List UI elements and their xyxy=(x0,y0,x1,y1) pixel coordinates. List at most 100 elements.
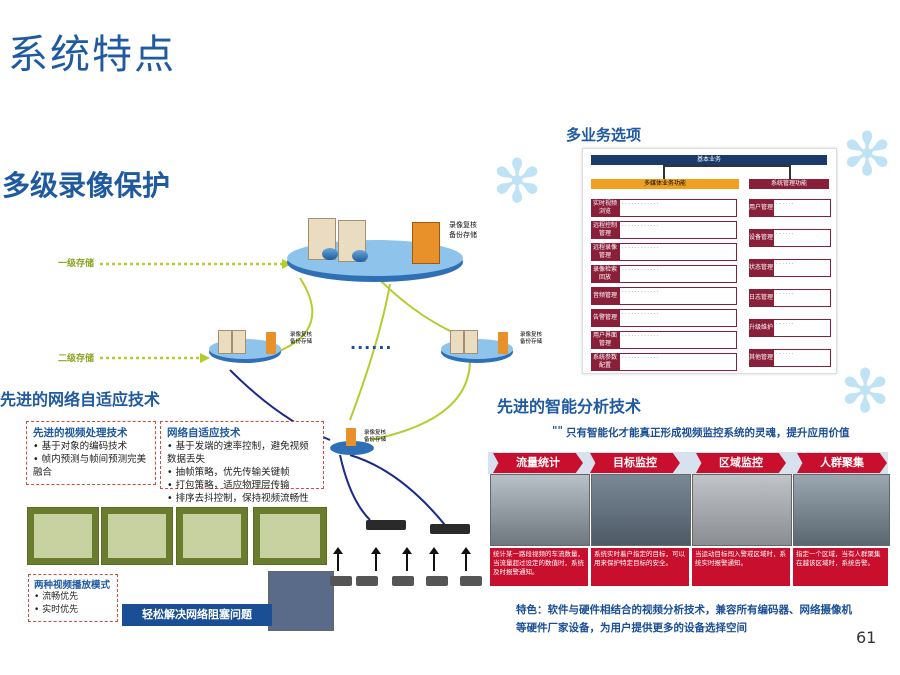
area-monitoring-photo xyxy=(692,474,792,546)
business-row-desc: · · · · · · xyxy=(773,319,831,337)
uplink-arrow-icon xyxy=(371,547,381,571)
business-row-label: 实时视频浏览 xyxy=(591,199,619,217)
encoder-icon xyxy=(366,520,406,530)
uplink-arrow-icon xyxy=(402,547,412,571)
business-row-label: 状态管理 xyxy=(749,259,773,277)
business-row-label: 用户管理 xyxy=(749,199,773,217)
playback-mode-item-text: 实时优先 xyxy=(42,605,79,615)
network-slogan: 轻松解决网络阻塞问题 xyxy=(122,604,272,626)
tab-crowd-gathering[interactable]: 人群聚集 xyxy=(797,453,887,473)
playback-mode-box: 两种视频播放模式 • 流畅优先 • 实时优先 xyxy=(28,574,118,622)
business-row-desc: · · · · · · · · · · · · xyxy=(619,265,737,283)
analysis-subtitle-dash: "" xyxy=(552,425,563,437)
encoder-icon xyxy=(430,524,470,534)
level1-label: 一级存储 xyxy=(58,259,95,269)
business-row-label: 音频管理 xyxy=(591,287,619,305)
network-adaptive-item-text: 打包策略，适应物理层传输 xyxy=(175,480,290,491)
business-row-desc: · · · · · · xyxy=(773,229,831,247)
node-label-left: 录像复核 备份存储 xyxy=(290,332,313,345)
snowflake-decoration: ✻ xyxy=(840,357,891,427)
business-right-rows: 用户管理· · · · · · 设备管理· · · · · · 状态管理· · … xyxy=(749,199,831,379)
business-header: 基本业务 xyxy=(591,155,827,165)
business-row-desc: · · · · · · xyxy=(773,199,831,217)
server-icon xyxy=(450,330,464,354)
business-row-label: 远程录像管理 xyxy=(591,243,619,261)
video-processing-item-text: 基于对象的编码技术 xyxy=(41,441,128,452)
camera-icon xyxy=(356,576,378,586)
camera-icon xyxy=(392,576,414,586)
analysis-tab-strip xyxy=(488,452,888,474)
network-adaptive-item-text: 排序去抖控制，保持视频流畅性 xyxy=(175,493,309,504)
node-label-top: 录像复核 备份存储 xyxy=(449,221,477,239)
video-processing-title: 先进的视频处理技术 xyxy=(33,427,128,439)
business-row-desc: · · · · · · · · · · · · xyxy=(619,287,737,305)
target-monitoring-note: 系统实时着户指定的目标，可以用来保护特定目标的安全。 xyxy=(591,548,689,586)
backup-server-icon xyxy=(412,222,440,264)
business-right-head: 系统管理功能 xyxy=(749,179,829,189)
network-adaptive-item: • 打包策略，适应物理层传输 xyxy=(167,480,290,491)
playback-mode-item: • 流畅优先 xyxy=(34,592,79,602)
tab-area-monitoring[interactable]: 区域监控 xyxy=(696,453,786,473)
business-left-rows: 实时视频浏览· · · · · · · · · · · · 远程控制管理· · … xyxy=(591,199,737,375)
frame-image xyxy=(176,507,248,565)
server-icon xyxy=(464,330,478,354)
business-row-desc: · · · · · · xyxy=(773,259,831,277)
network-adaptive-title: 网络自适应技术 xyxy=(167,427,241,439)
business-row-label: 其他管理 xyxy=(749,349,773,367)
area-monitoring-note: 当运动目标闯入警戒区域时，系统实时报警通知。 xyxy=(692,548,790,586)
uplink-arrow-icon xyxy=(429,547,439,571)
business-row-label: 系统参数配置 xyxy=(591,353,619,371)
storage-disk-icon xyxy=(322,248,338,260)
target-monitoring-photo xyxy=(591,474,691,546)
video-processing-item: • 基于对象的编码技术 xyxy=(33,441,128,452)
business-left-head: 多媒体业务功能 xyxy=(591,179,739,189)
network-adaptive-item: • 基于发端的速率控制，避免视频数据丢失 xyxy=(167,441,309,465)
playback-mode-item-text: 流畅优先 xyxy=(42,592,79,602)
page-title: 系统特点 xyxy=(8,32,176,78)
frame-image xyxy=(27,507,99,565)
business-row-label: 日志管理 xyxy=(749,289,773,307)
business-row-label: 用户界面管理 xyxy=(591,331,619,349)
storage-title: 多级录像保护 xyxy=(2,169,171,202)
tab-flow-statistics[interactable]: 流量统计 xyxy=(493,453,583,473)
business-row-label: 升级维护 xyxy=(749,319,773,337)
video-processing-box: 先进的视频处理技术 • 基于对象的编码技术 • 帧内预测与帧间预测完美融合 xyxy=(26,421,156,485)
traffic-police-photo xyxy=(268,571,334,631)
network-title: 先进的网络自适应技术 xyxy=(0,390,161,409)
node-label-third: 录像复核 备份存储 xyxy=(364,430,387,443)
backup-server-icon xyxy=(346,428,356,446)
business-diagram: 基本业务 多媒体业务功能 系统管理功能 实时视频浏览· · · · · · · … xyxy=(582,148,837,374)
business-row-desc: · · · · · · xyxy=(773,349,831,367)
camera-icon xyxy=(330,576,352,586)
storage-disk-icon xyxy=(352,250,368,262)
business-row-desc: · · · · · · · · · · · · xyxy=(619,331,737,349)
connector-line xyxy=(789,165,791,179)
more-nodes-dots: ...... xyxy=(350,334,393,353)
snowflake-decoration: ✻ xyxy=(842,120,893,190)
video-processing-item: • 帧内预测与帧间预测完美融合 xyxy=(33,454,147,478)
analysis-footer-line1: 特色：软件与硬件相结合的视频分析技术，兼容所有编码器、网络摄像机 xyxy=(516,604,852,616)
analysis-title: 先进的智能分析技术 xyxy=(497,397,642,416)
playback-mode-item: • 实时优先 xyxy=(34,605,79,615)
crowd-gathering-photo xyxy=(793,474,890,546)
uplink-arrow-icon xyxy=(333,547,343,571)
connector-line xyxy=(663,165,789,167)
business-row-label: 录像检索回放 xyxy=(591,265,619,283)
business-row-label: 告警管理 xyxy=(591,309,619,327)
node-label-right: 录像复核 备份存储 xyxy=(520,332,543,345)
uplink-arrow-icon xyxy=(461,547,471,571)
business-row-desc: · · · · · · · · · · · · xyxy=(619,221,737,239)
analysis-footer-line2: 等硬件厂家设备，为用户提供更多的设备选择空间 xyxy=(516,622,747,634)
frame-image xyxy=(101,507,173,565)
tab-target-monitoring[interactable]: 目标监控 xyxy=(590,453,680,473)
business-row-desc: · · · · · · · · · · · · xyxy=(619,199,737,217)
camera-icon xyxy=(460,576,482,586)
analysis-subtitle: 只有智能化才能真正形成视频监控系统的灵魂，提升应用价值 xyxy=(566,427,850,439)
business-row-label: 设备管理 xyxy=(749,229,773,247)
crowd-gathering-note: 指定一个区域，当有人群聚集在越该区域时，系统告警。 xyxy=(793,548,888,586)
frame-image xyxy=(253,507,327,565)
business-row-label: 远程控制管理 xyxy=(591,221,619,239)
camera-icon xyxy=(426,576,448,586)
playback-mode-title: 两种视频播放模式 xyxy=(34,580,111,591)
flow-statistics-photo xyxy=(490,474,590,546)
